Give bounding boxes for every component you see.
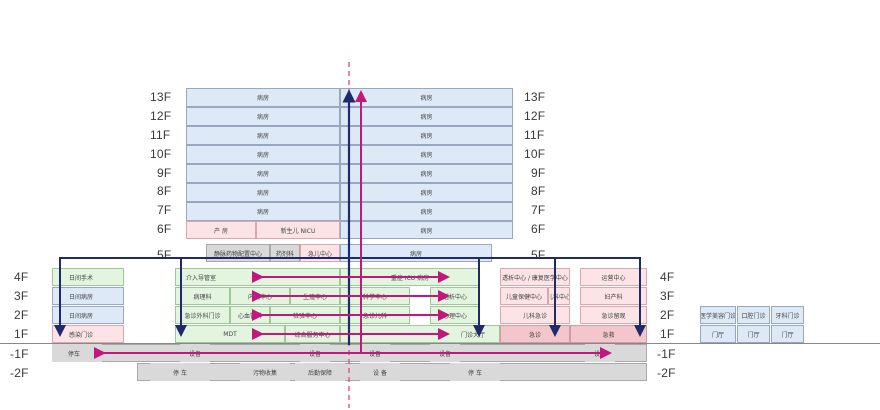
day-ward-2f: 日间病房 [52, 306, 124, 324]
emergency-surgery-clinic: 急诊外科门诊 [175, 306, 230, 324]
ward-room: 病房 [186, 107, 340, 126]
pediatric-emergency: 儿科急诊 [500, 306, 570, 324]
floor-label-left: 11F [150, 128, 171, 142]
day-surgery: 日间手术 [52, 268, 124, 286]
operations-center: 运营中心 [580, 268, 647, 286]
floor-label-right: 3F [660, 289, 675, 303]
floor-label-right: 6F [531, 222, 546, 236]
child-health: 儿童保健中心 [500, 287, 548, 305]
floor-label-right: 9F [531, 166, 546, 180]
floor-label-left: 6F [157, 222, 172, 236]
ward-room: 病房 [186, 126, 340, 145]
nicu: 新生儿 NICU [256, 221, 340, 239]
floor-label-right: 12F [524, 109, 546, 123]
annex-cosmetic-clinic: 医学美容门诊 [700, 306, 736, 324]
floor-label-right: -1F [657, 347, 676, 361]
dialysis-center: 透析中心 / 康复医学中心 [500, 268, 570, 286]
floor-label-right: 1F [660, 327, 675, 341]
floor-label-left: 1F [14, 327, 29, 341]
ward-room: 病房 [340, 107, 513, 126]
floor-label-left: 4F [14, 270, 29, 284]
b2-parking: 停 车 [150, 363, 210, 381]
annex-dental-clinic: 牙科门诊 [771, 306, 804, 324]
floor-label-left: 10F [150, 147, 172, 161]
day-ward: 日间病房 [52, 287, 124, 305]
ground-line [0, 343, 880, 344]
floor-label-left: 3F [14, 289, 29, 303]
ward-room: 病房 [186, 88, 340, 107]
delivery-room: 产 房 [186, 221, 256, 239]
floor-label-left: 2F [14, 308, 29, 322]
ward-room: 病房 [186, 202, 340, 221]
floor-label-right: 10F [524, 147, 546, 161]
floor-label-left: -2F [10, 366, 29, 380]
floor-label-left: 7F [157, 203, 172, 217]
b2-equipment: 设 备 [360, 363, 400, 381]
obstetrics: 妇产科 [580, 287, 647, 305]
infection-clinic: 感染门诊 [52, 325, 124, 343]
b2-logistics: 后勤保障 [295, 363, 345, 381]
b2-waste: 污物收集 [240, 363, 290, 381]
pediatric-center: 儿科中心 [548, 287, 570, 305]
floor-label-right: 7F [531, 203, 546, 217]
floor-label-left: 12F [150, 109, 172, 123]
annex-oral-clinic: 口腔门诊 [737, 306, 770, 324]
floor-label-left: 8F [157, 184, 172, 198]
ward-room: 病房 [186, 183, 340, 202]
floor-label-right: 2F [660, 308, 675, 322]
annex-lobby: 门厅 [771, 325, 804, 343]
floor-label-right: 4F [660, 270, 675, 284]
floor-label-left: -1F [10, 347, 29, 361]
annex-lobby: 门厅 [737, 325, 770, 343]
floor-label-right: 11F [524, 128, 545, 142]
floor-label-left: 13F [150, 90, 172, 104]
floor-label-right: 8F [531, 184, 546, 198]
ward-room: 病房 [186, 145, 340, 164]
rescue: 急救 [570, 325, 647, 343]
ward-room: 病房 [340, 126, 513, 145]
pathology: 病理科 [175, 287, 230, 305]
b2-parking: 停 车 [450, 363, 500, 381]
ward-room: 病房 [340, 88, 513, 107]
b1-parking: 停车 [52, 344, 102, 362]
emergency-observation: 急诊留观 [580, 306, 647, 324]
ward-room: 病房 [340, 183, 513, 202]
floor-label-right: -2F [657, 366, 676, 380]
floor-label-right: 13F [524, 90, 546, 104]
ward-room: 病房 [340, 202, 513, 221]
ward-room: 病房 [340, 164, 513, 183]
floor-label-left: 9F [157, 166, 172, 180]
ward-room: 病房 [340, 145, 513, 164]
ward-room: 病房 [186, 164, 340, 183]
annex-lobby: 门厅 [700, 325, 736, 343]
ward-room: 病房 [340, 221, 513, 239]
